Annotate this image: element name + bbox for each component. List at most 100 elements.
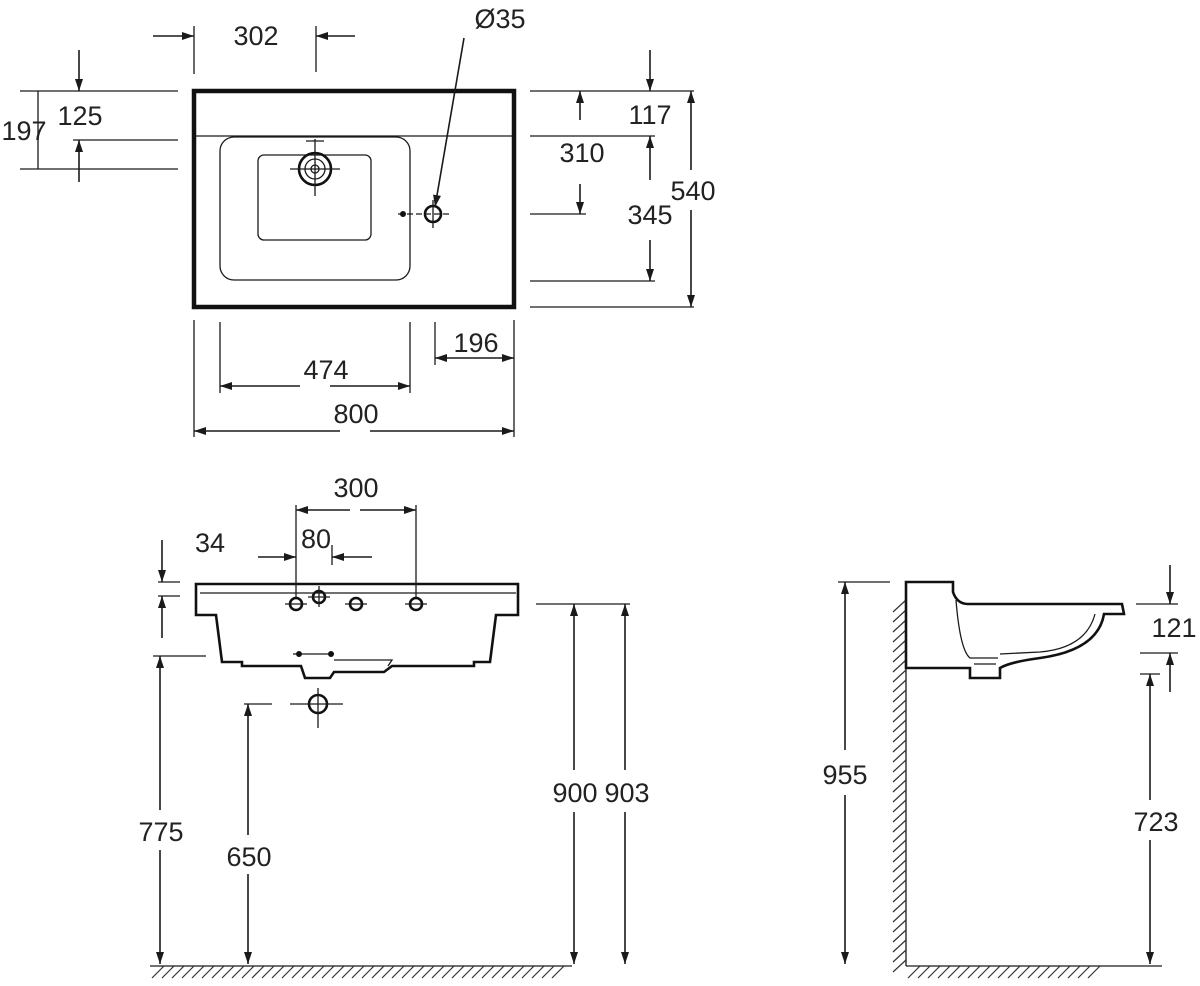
hatch-mark [401,965,415,979]
dim-bowl-width: 474 [303,355,348,385]
hatch-mark [1087,965,1101,979]
hatch-mark [271,965,285,979]
hatch-mark [441,965,455,979]
dim-back-to-hole: 310 [559,138,604,168]
tap-hole-icon [398,200,450,228]
hatch-mark [892,909,907,923]
hatch-mark [1037,965,1051,979]
hatch-mark [892,809,907,823]
hatch-mark [997,965,1011,979]
hatch-mark [892,669,907,683]
dim-back-to-bowl: 117 [628,100,671,130]
hatch-mark [892,939,907,953]
hatch-mark [461,965,475,979]
hatch-mark [181,965,195,979]
hatch-mark [1067,965,1081,979]
hatch-mark [161,965,175,979]
top-view: 302 Ø35 125 197 117 310 345 540 [1,4,716,437]
hatch-mark [892,779,907,793]
hatch-mark [892,629,907,643]
hatch-mark [421,965,435,979]
hatch-mark [481,965,495,979]
dim-depth-total: 540 [670,176,715,206]
hatch-mark [531,965,545,979]
hatch-mark [1017,965,1031,979]
hatch-mark [892,789,907,803]
hatch-mark [491,965,505,979]
hatch-mark [541,965,555,979]
hatch-mark [907,965,921,979]
hatch-mark [892,919,907,933]
wall-hatch [892,599,907,973]
hatch-mark [927,965,941,979]
hatch-mark [511,965,525,979]
hatch-mark [947,965,961,979]
hatch-mark [892,869,907,883]
hatch-mark [892,699,907,713]
hatch-mark [892,929,907,943]
dim-tap-hole-diameter: Ø35 [474,4,525,34]
hatch-mark [892,959,907,973]
hatch-mark [892,659,907,673]
floor-hatch-front [151,965,565,979]
hatch-mark [291,965,305,979]
hatch-mark [977,965,991,979]
hatch-mark [311,965,325,979]
basin-outline-side [904,580,1126,680]
hatch-mark [381,965,395,979]
hatch-mark [892,759,907,773]
hatch-mark [892,799,907,813]
dim-right-margin: 196 [453,328,498,358]
hatch-mark [151,965,165,979]
hatch-mark [892,729,907,743]
hatch-mark [892,889,907,903]
hatch-mark [451,965,465,979]
dim-overflow-depth: 121 [1151,613,1196,643]
dim-width-total: 800 [333,399,378,429]
dim-rim-thickness: 34 [195,528,225,558]
dim-tap-offset: 302 [233,21,278,51]
hatch-mark [431,965,445,979]
hatch-mark [221,965,235,979]
hatch-mark [892,859,907,873]
hatch-mark [261,965,275,979]
hatch-mark [892,879,907,893]
hatch-mark [892,899,907,913]
hatch-mark [361,965,375,979]
hatch-mark [892,849,907,863]
dim-height-rim: 900 [552,778,597,808]
hatch-mark [892,749,907,763]
hatch-mark [351,965,365,979]
hatch-mark [937,965,951,979]
hatch-mark [892,609,907,623]
hatch-mark [521,965,535,979]
hatch-mark [281,965,295,979]
hatch-mark [892,839,907,853]
hatch-mark [892,599,907,613]
hatch-mark [957,965,971,979]
hatch-mark [321,965,335,979]
hatch-mark [892,639,907,653]
dim-height-top: 903 [604,778,649,808]
dim-height-drain: 650 [226,842,271,872]
floor-hatch-side [907,965,1101,979]
dim-hole-pitch: 80 [301,524,331,554]
hatch-mark [892,819,907,833]
hatch-mark [892,679,907,693]
tap-holes-front-icon [285,586,427,612]
hatch-mark [892,769,907,783]
hatch-mark [211,965,225,979]
hatch-mark [892,619,907,633]
dim-height-underside: 775 [138,817,183,847]
bowl-outline-top [219,136,411,281]
hatch-mark [1057,965,1071,979]
basin-outline-front [194,582,520,680]
hatch-mark [917,965,931,979]
hatch-mark [1007,965,1021,979]
hatch-mark [411,965,425,979]
hatch-mark [231,965,245,979]
hatch-mark [301,965,315,979]
hatch-mark [892,689,907,703]
dim-height-wall: 955 [822,760,867,790]
